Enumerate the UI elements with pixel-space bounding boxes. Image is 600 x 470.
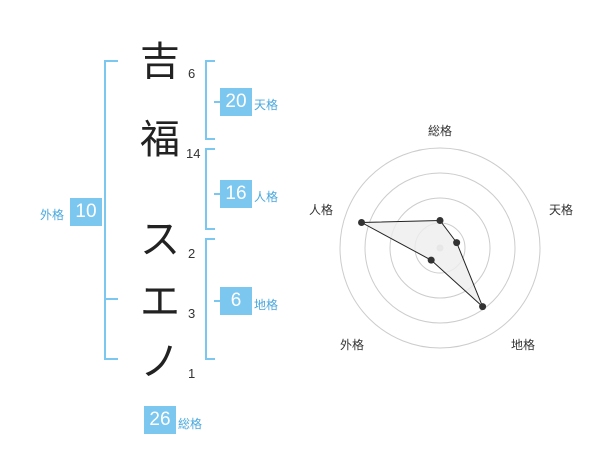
jinkaku-bracket (205, 148, 207, 228)
gaikaku-bracket-top (104, 60, 118, 62)
soukaku-label: 総格 (178, 417, 203, 431)
stroke-count-1: 6 (188, 66, 196, 81)
name-char-5: ノ (140, 339, 180, 385)
radar-axis-label-gaikaku: 外格 (340, 338, 365, 352)
radar-point-4 (427, 256, 435, 264)
name-char-1: 吉 (140, 39, 180, 85)
jinkaku-bracket-stem (214, 193, 220, 195)
tenkaku-bracket-stem (214, 101, 220, 103)
name-char-2: 福 (140, 117, 180, 163)
gaikaku-bracket-mid (104, 298, 118, 300)
radar-polygon (359, 219, 484, 308)
radar-axis-label-tenkaku: 天格 (549, 203, 574, 217)
gaikaku-label: 外格 (40, 208, 65, 222)
chikaku-bracket-stem (214, 300, 220, 302)
radar-axis-label-chikaku: 地格 (511, 338, 536, 352)
chikaku-badge: 6 (220, 287, 252, 315)
stroke-count-4: 3 (188, 306, 196, 321)
radar-ring (389, 197, 491, 299)
name-char-3: ス (140, 217, 180, 263)
tenkaku-bracket (205, 60, 207, 138)
jinkaku-bracket-top (205, 148, 215, 150)
stroke-count-3: 2 (188, 246, 196, 261)
jinkaku-badge: 16 (220, 180, 252, 208)
jinkaku-label: 人格 (254, 190, 279, 204)
radar-axis-label-soukaku: 総格 (428, 124, 453, 138)
jinkaku-bracket-bottom (205, 228, 215, 230)
radar-point-1 (436, 217, 444, 224)
gaikaku-badge: 10 (70, 198, 102, 226)
chikaku-bracket-bottom (205, 358, 215, 360)
chikaku-label: 地格 (254, 298, 279, 312)
chikaku-bracket (205, 238, 207, 358)
radar-ring (339, 147, 541, 349)
chikaku-bracket-top (205, 238, 215, 240)
radar-ring (364, 172, 516, 324)
stroke-count-2: 14 (186, 146, 201, 161)
radar-axis-label-jinkaku: 人格 (309, 203, 334, 217)
gaikaku-bracket (104, 60, 106, 358)
tenkaku-bracket-bottom (205, 138, 215, 140)
tenkaku-label: 天格 (254, 98, 279, 112)
tenkaku-bracket-top (205, 60, 215, 62)
soukaku-badge: 26 (144, 406, 176, 434)
name-char-4: エ (140, 279, 180, 325)
gaikaku-bracket-bottom (104, 358, 118, 360)
tenkaku-badge: 20 (220, 88, 252, 116)
radar-point-5 (358, 219, 366, 227)
radar-point-2 (453, 239, 461, 247)
stroke-count-5: 1 (188, 366, 196, 381)
radar-point-3 (479, 303, 487, 311)
